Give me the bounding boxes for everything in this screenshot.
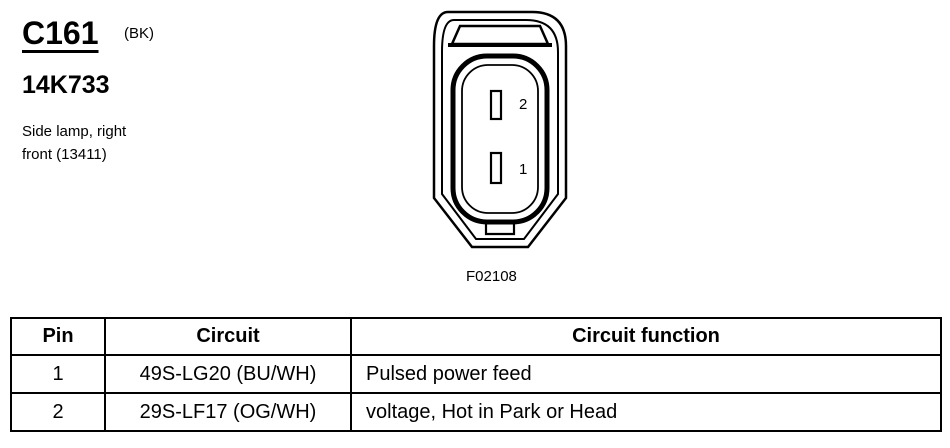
cell-pin: 1 <box>10 354 106 394</box>
header-circuit: Circuit <box>104 317 352 356</box>
connector-description-line-2: front (13411) <box>22 146 107 163</box>
pin-2-terminal <box>489 89 503 121</box>
pin-1-terminal <box>489 151 503 185</box>
connector-inner-housing <box>441 19 559 240</box>
part-number: 14K733 <box>22 71 110 99</box>
connector-color-code: (BK) <box>124 25 154 42</box>
table-row: 2 29S-LF17 (OG/WH) voltage, Hot in Park … <box>10 392 942 432</box>
header-circuit-function: Circuit function <box>350 317 942 356</box>
pin-cavity-block <box>450 53 550 225</box>
pin-2-label: 2 <box>519 96 527 113</box>
connector-outer-housing <box>432 10 568 249</box>
connector-id: C161 <box>22 15 99 51</box>
connector-face-diagram: 2 1 <box>432 10 568 249</box>
table-row: 1 49S-LG20 (BU/WH) Pulsed power feed <box>10 354 942 394</box>
connector-description-line-1: Side lamp, right <box>22 123 127 140</box>
connector-key <box>484 222 516 236</box>
cell-circuit: 49S-LG20 (BU/WH) <box>104 354 352 394</box>
table-header-row: Pin Circuit Circuit function <box>10 317 942 356</box>
pin-table: Pin Circuit Circuit function 1 49S-LG20 … <box>10 317 942 432</box>
cell-pin: 2 <box>10 392 106 432</box>
cell-circuit-function: Pulsed power feed <box>350 354 942 394</box>
cell-circuit-function: voltage, Hot in Park or Head <box>350 392 942 432</box>
cell-circuit: 29S-LF17 (OG/WH) <box>104 392 352 432</box>
connector-latch <box>450 24 550 46</box>
pin-1-label: 1 <box>519 161 527 178</box>
figure-id: F02108 <box>466 268 517 285</box>
header-pin: Pin <box>10 317 106 356</box>
